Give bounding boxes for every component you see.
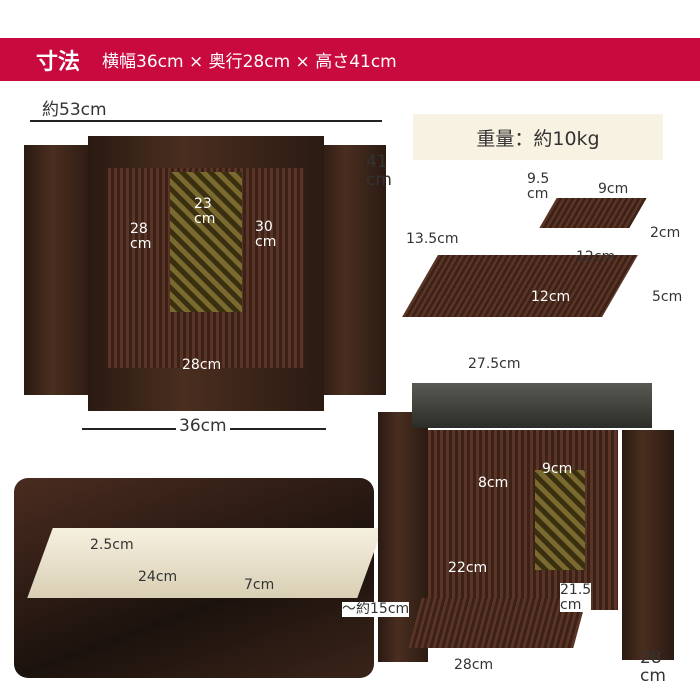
header-band: 寸法 横幅36cm × 奥行28cm × 高さ41cm: [0, 38, 700, 81]
large-tray-inner: 12cm: [531, 289, 571, 305]
back-base: 28cm: [454, 657, 494, 673]
drawer-tray: [27, 528, 383, 598]
drawer-width: 24cm: [138, 569, 178, 585]
small-tray-height: 2cm: [650, 225, 681, 241]
small-tray-width: 9cm: [598, 181, 629, 197]
panel-height-label: 23 cm: [194, 196, 216, 227]
large-tray-height: 5cm: [652, 289, 683, 305]
weight-box: 重量：約10kg: [413, 114, 663, 160]
back-w3: 22cm: [448, 560, 488, 576]
width-label: 36cm: [176, 417, 230, 436]
small-tray-depth: 9.5 cm: [527, 171, 550, 202]
inner-height2-label: 30 cm: [255, 219, 277, 250]
back-d1: 21.5 cm: [560, 582, 592, 613]
drawer-depth: 7cm: [244, 577, 275, 593]
inner-height-label: 28 cm: [130, 221, 152, 252]
large-tray-depth: 13.5cm: [406, 231, 459, 247]
header-title: 寸法: [36, 49, 81, 75]
small-tray-length: 12cm: [576, 249, 616, 265]
small-tray-image: [539, 198, 647, 228]
weight-label: 重量：約10kg: [476, 127, 600, 150]
height-label: 41 cm: [366, 152, 392, 190]
open-width-label: 約53cm: [42, 100, 107, 120]
large-tray-length: 27.5cm: [468, 356, 521, 372]
open-width-arrow: [30, 120, 382, 122]
inner-width-label: 28cm: [182, 357, 222, 373]
drawer-height: 2.5cm: [90, 537, 134, 553]
header-summary: 横幅36cm × 奥行28cm × 高さ41cm: [102, 52, 397, 72]
back-w1: 8cm: [478, 475, 509, 491]
back-w2: 9cm: [542, 461, 573, 477]
drawer-pull: ～約15cm: [342, 601, 410, 617]
back-depth: 28 cm: [640, 648, 666, 686]
